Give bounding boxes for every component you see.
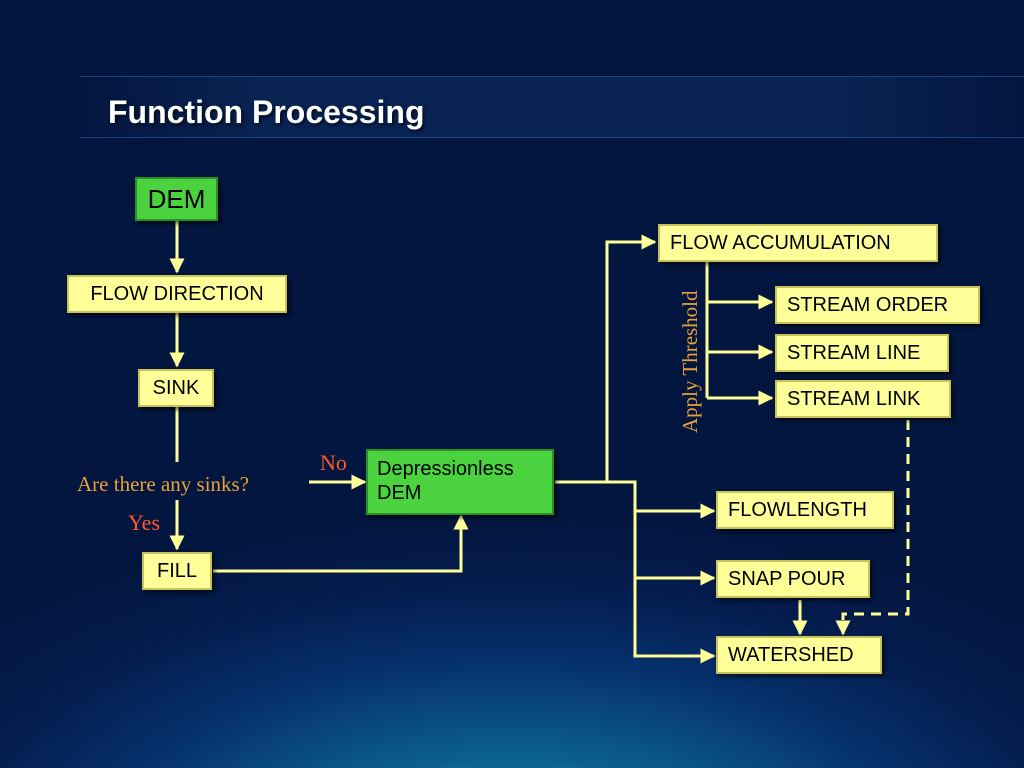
stream-line-box: STREAM LINE [775,334,949,372]
stream-link-box: STREAM LINK [775,380,951,418]
depressionless-dem-box: Depressionless DEM [366,449,554,515]
snap-pour-box: SNAP POUR [716,560,870,598]
flow-accumulation-box: FLOW ACCUMULATION [658,224,938,262]
fill-box: FILL [142,552,212,590]
flow-direction-box: FLOW DIRECTION [67,275,287,313]
dem-box: DEM [135,177,218,221]
dashed-link-watershed [835,420,910,636]
title-band [80,76,1024,138]
page-title: Function Processing [108,94,425,130]
arrow-to-watershed [633,578,716,664]
sink-box: SINK [138,369,214,407]
arrow-to-snap-pour [633,511,716,586]
arrow-to-flow-accumulation [555,234,657,484]
arrow-fill-depressionless [213,514,469,573]
stream-order-box: STREAM ORDER [775,286,980,324]
yes-label: Yes [128,510,161,535]
depressionless-line2: DEM [377,482,422,504]
arrow-to-flowlength [607,480,716,519]
apply-threshold-label: Apply Threshold [678,290,702,433]
no-label: No [320,450,347,475]
depressionless-line1: Depressionless [377,458,514,480]
watershed-box: WATERSHED [716,636,882,674]
question-label: Are there any sinks? [77,472,250,496]
flowlength-box: FLOWLENGTH [716,491,894,529]
